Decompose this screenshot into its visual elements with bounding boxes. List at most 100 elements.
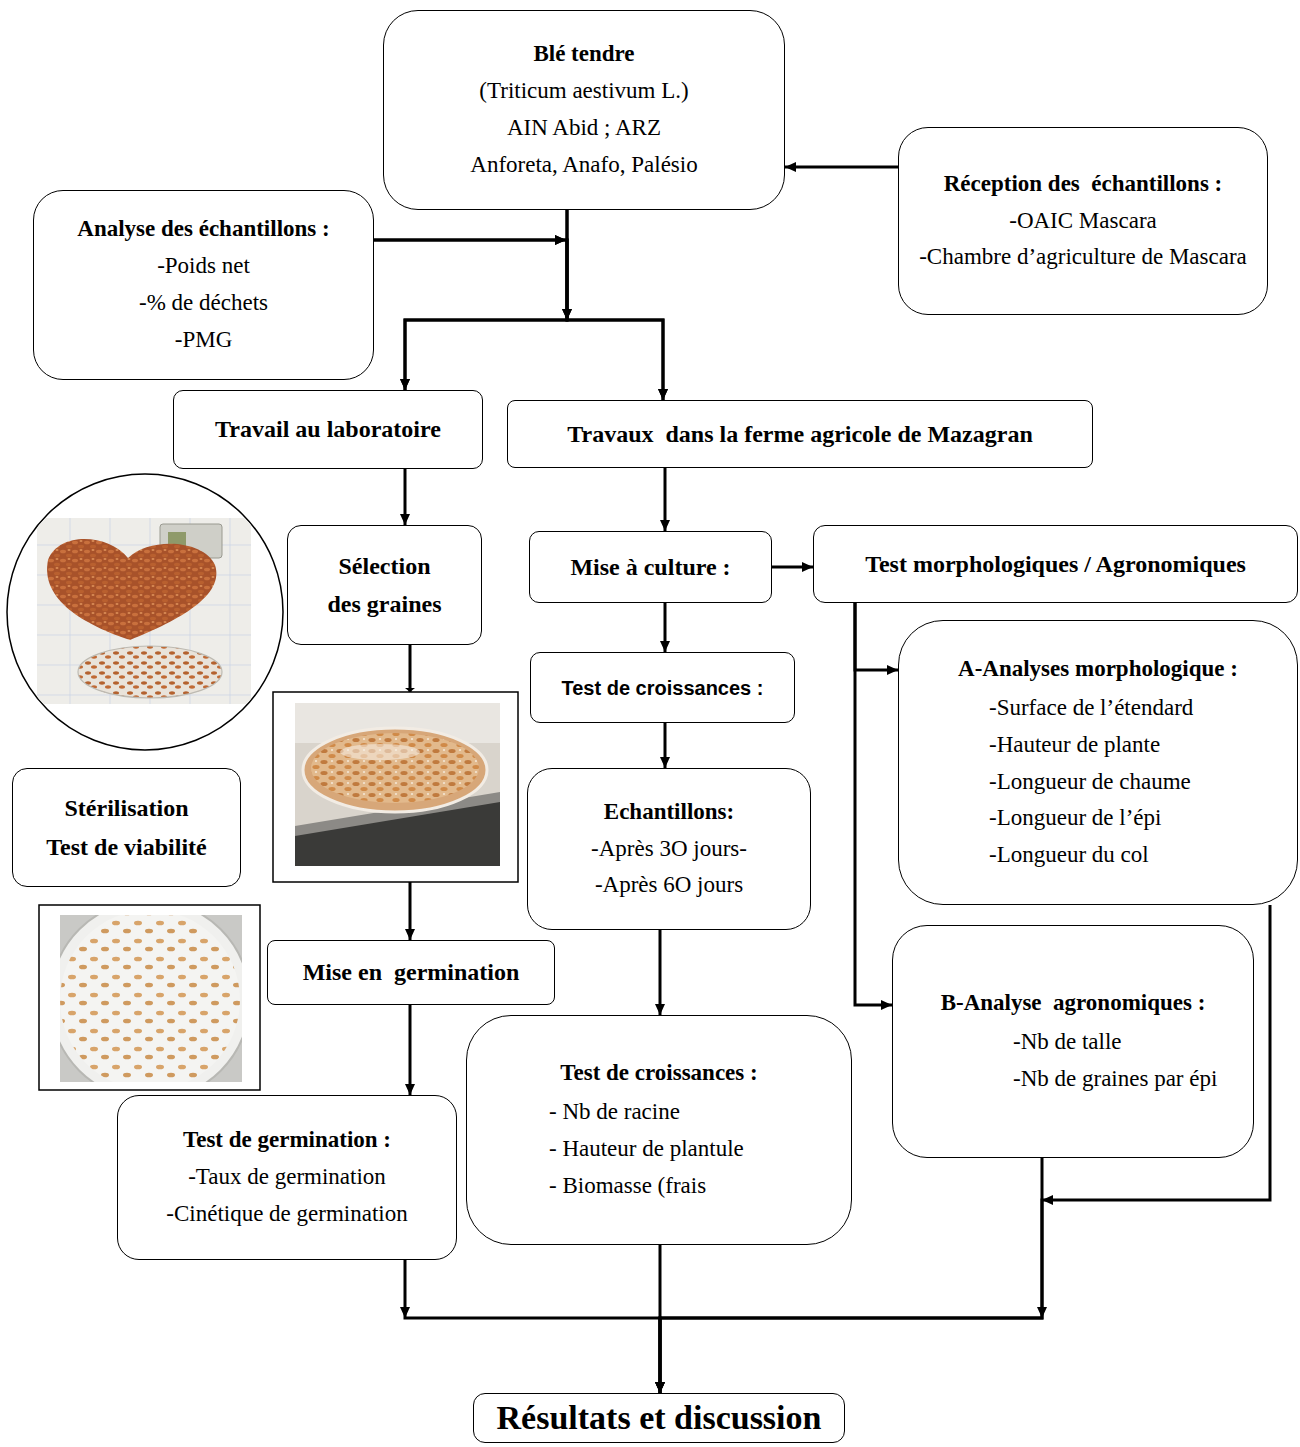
box-text: -Taux de germination [128,1159,446,1196]
box-text: (Triticum aestivum L.) [398,73,770,110]
process-box: B-Analyse agronomiques :-Nb de talle-Nb … [892,925,1254,1158]
box-heading: Test de croissances : [477,1055,841,1092]
connector-line [567,210,663,400]
box-text: -Poids net [46,248,361,285]
box-text: -Après 6O jours [538,867,800,904]
connector [374,235,567,390]
box-text: -Hauteur de plante [909,727,1287,764]
process-box: Test de croissances :- Nb de racine- Hau… [466,1015,852,1245]
process-box: StérilisationTest de viabilité [12,768,241,887]
connector [655,1245,665,1393]
box-heading: Réception des échantillons : [915,166,1251,203]
arrow-head [785,162,796,172]
box-text: - Hauteur de plantule [477,1131,841,1168]
box-text: -Après 3O jours- [538,831,800,868]
box-text: -Chambre d’agriculture de Mascara [915,239,1251,276]
arrow-head [655,1382,665,1393]
connector-line [374,240,567,390]
arrow-head [400,379,410,390]
arrow-head [655,1382,665,1393]
arrow-head [655,1382,665,1393]
connector-line [405,1260,660,1393]
box-text: -Cinétique de germination [128,1196,446,1233]
connector-line [855,603,892,1005]
box-text: -Longueur de chaume [909,764,1287,801]
box-heading: Mise en germination [276,958,546,987]
arrow-head [555,235,566,245]
box-heading: Travaux dans la ferme agricole de Mazagr… [516,420,1084,449]
box-heading: Blé tendre [398,36,770,73]
arrow-head [400,379,410,390]
arrow-head [658,389,668,400]
arrow-head [655,1004,665,1015]
connector [405,1005,415,1095]
arrow-head [802,562,813,572]
box-text: -Nb de talle [903,1024,1243,1061]
box-heading: Test de germination : [128,1122,446,1159]
connector-line [855,603,898,670]
process-box: Réception des échantillons :-OAIC Mascar… [898,127,1268,315]
box-heading: Mise à culture : [538,553,763,582]
box-heading: Echantillons: [538,794,800,831]
connector [400,469,410,525]
arrow-head [400,1307,410,1318]
box-text: -% de déchets [46,285,361,322]
box-text: -Longueur de l’épi [909,800,1287,837]
process-box: Test morphologiques / Agronomiques [813,525,1298,603]
arrow-head [1042,1195,1053,1205]
box-heading: Sélection des graines [323,547,446,624]
box-text: - Nb de racine [477,1094,841,1131]
box-heading: A-Analyses morphologique : [909,651,1287,688]
process-box: Mise en germination [267,940,555,1005]
connector-line [785,166,898,169]
process-box: Analyse des échantillons :-Poids net-% d… [33,190,374,380]
connector [374,235,668,400]
process-box: Travaux dans la ferme agricole de Mazagr… [507,400,1093,468]
process-box: A-Analyses morphologique :-Surface de l’… [898,620,1298,905]
connector [660,723,670,768]
connector [655,930,665,1015]
box-text: - Biomasse (frais [477,1168,841,1205]
box-heading: Résultats et discussion [482,1398,836,1439]
arrow-head [887,665,898,675]
arrow-head [658,389,668,400]
box-text: Anforeta, Anafo, Palésio [398,147,770,184]
connector [660,468,670,531]
process-box: Travail au laboratoire [173,390,483,469]
germination-photo [39,900,260,1100]
process-box: Echantillons:-Après 3O jours--Après 6O j… [527,768,811,930]
connector [562,210,668,400]
box-heading: B-Analyse agronomiques : [903,985,1243,1022]
process-box: Test de germination :-Taux de germinatio… [117,1095,457,1260]
process-box: Sélection des graines [287,525,482,645]
box-text: -PMG [46,322,361,359]
connector-line [374,240,663,400]
arrow-head [660,520,670,531]
box-heading: Travail au laboratoire [184,415,472,444]
connector [400,1260,665,1393]
connector [660,603,670,652]
soaking-photo [273,688,518,882]
process-box: Blé tendre(Triticum aestivum L.)AIN Abid… [383,10,785,210]
arrow-head [405,1084,415,1095]
box-heading: Analyse des échantillons : [46,211,361,248]
box-text: Test de viabilité [23,828,230,866]
arrow-head [405,929,415,940]
box-heading: Test de croissances : [539,676,786,700]
connector [772,562,813,572]
box-text: AIN Abid ; ARZ [398,110,770,147]
arrow-head [400,514,410,525]
process-box: Mise à culture : [529,531,772,603]
arrow-head [881,1000,892,1010]
process-box: Test de croissances : [530,652,795,723]
box-text: -Longueur du col [909,837,1287,874]
arrow-head [555,235,566,245]
box-text: -Nb de graines par épi [903,1061,1243,1098]
connector [785,162,898,172]
connector [855,603,892,1010]
connector-line [659,930,662,1015]
box-heading: Test morphologiques / Agronomiques [822,550,1289,579]
connector [855,603,898,675]
box-text: -Surface de l’étendard [909,690,1287,727]
